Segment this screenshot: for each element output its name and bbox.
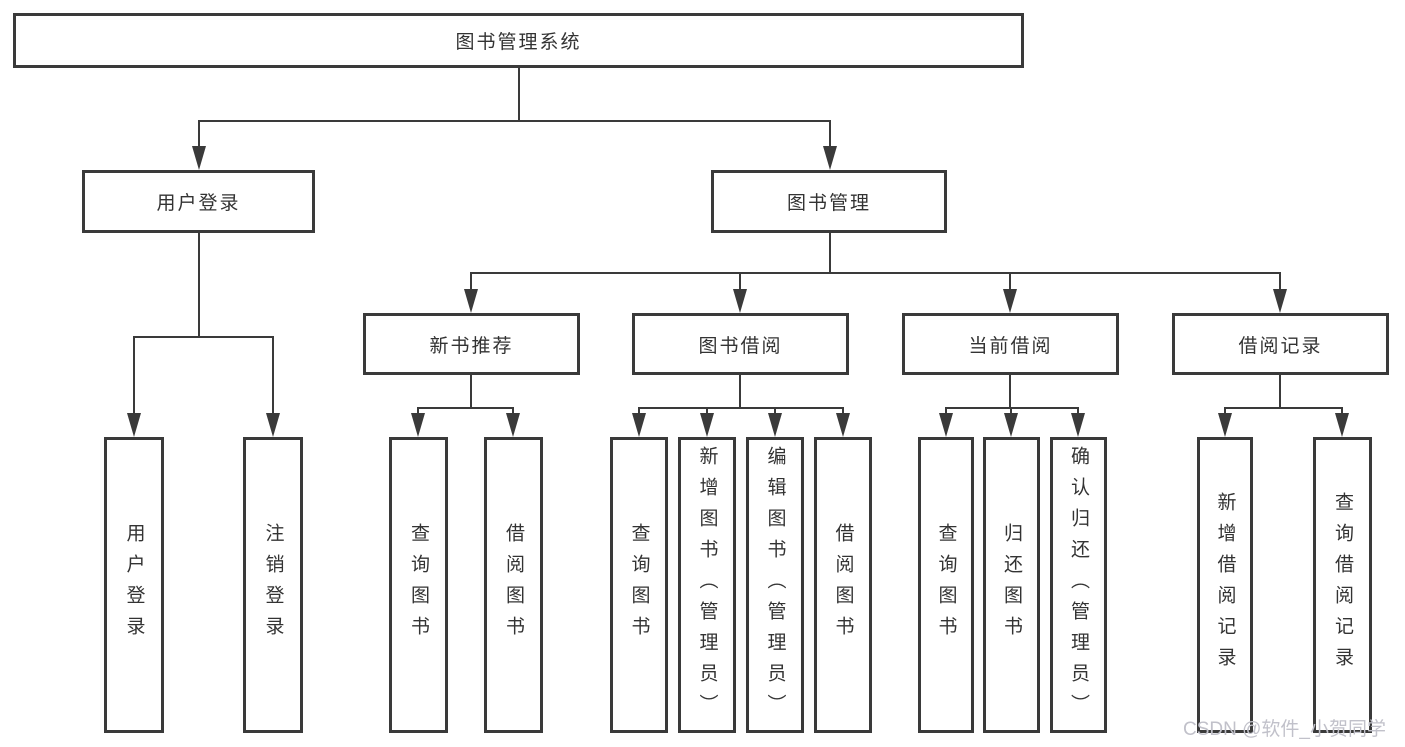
arrowhead-down-icon [823, 146, 837, 170]
node-new-book-recommendation: 新书推荐 [363, 313, 580, 375]
connector-line [1009, 272, 1011, 292]
connector-line [417, 407, 514, 409]
leaf-confirm-return-admin: 确认归还（管理员） [1050, 437, 1107, 733]
leaf-return-books: 归还图书 [983, 437, 1040, 733]
node-book-borrowing: 图书借阅 [632, 313, 849, 375]
arrowhead-down-icon [1004, 413, 1018, 437]
csdn-watermark: CSDN @软件_小贺同学 [1183, 719, 1386, 740]
arrowhead-down-icon [733, 289, 747, 313]
connector-line [198, 233, 200, 336]
connector-line [1279, 272, 1281, 292]
node-label: 图书管理系统 [455, 32, 582, 53]
arrowhead-down-icon [127, 413, 141, 437]
connector-line [1010, 407, 1012, 417]
arrowhead-down-icon [632, 413, 646, 437]
connector-line [1341, 407, 1343, 417]
connector-line [272, 336, 274, 415]
connector-line [774, 407, 776, 417]
connector-line [1224, 407, 1226, 417]
node-label: 图书借阅 [698, 335, 783, 357]
leaf-logout-login: 注销登录 [243, 437, 303, 733]
connector-line [829, 120, 831, 148]
arrowhead-down-icon [1071, 413, 1085, 437]
node-library-management-system: 图书管理系统 [13, 13, 1024, 68]
arrowhead-down-icon [1003, 289, 1017, 313]
node-current-borrowing: 当前借阅 [902, 313, 1119, 375]
node-label: 查询借阅记录 [1332, 492, 1353, 678]
node-label: 查询图书 [408, 523, 429, 647]
arrowhead-down-icon [939, 413, 953, 437]
connector-line [470, 272, 1281, 274]
connector-line [470, 375, 472, 407]
node-label: 用户登录 [123, 523, 145, 647]
connector-line [512, 407, 514, 417]
connector-line [829, 233, 831, 272]
node-label: 注销登录 [262, 523, 284, 647]
connector-line [198, 120, 831, 122]
leaf-borrow-books-recommend: 借阅图书 [484, 437, 543, 733]
leaf-borrow-books-borrowing: 借阅图书 [814, 437, 872, 733]
leaf-query-books-recommend: 查询图书 [389, 437, 448, 733]
node-label: 借阅图书 [832, 523, 854, 647]
connector-line [638, 407, 640, 417]
leaf-add-book-admin: 新增图书（管理员） [678, 437, 736, 733]
connector-line [706, 407, 708, 417]
arrowhead-down-icon [836, 413, 850, 437]
node-book-management: 图书管理 [711, 170, 947, 233]
node-label: 归还图书 [1001, 523, 1022, 647]
connector-line [842, 407, 844, 417]
connector-line [1279, 375, 1281, 407]
node-label: 编辑图书（管理员） [764, 445, 786, 725]
arrowhead-down-icon [192, 146, 206, 170]
connector-line [1224, 407, 1343, 409]
node-label: 查询图书 [628, 523, 650, 647]
connector-line [417, 407, 419, 417]
connector-line [133, 336, 274, 338]
connector-line [739, 272, 741, 292]
connector-line [739, 375, 741, 407]
connector-line [638, 407, 844, 409]
arrowhead-down-icon [464, 289, 478, 313]
leaf-query-borrowing-record: 查询借阅记录 [1313, 437, 1372, 733]
arrowhead-down-icon [506, 413, 520, 437]
node-label: 确认归还（管理员） [1068, 445, 1089, 725]
leaf-query-books-borrowing: 查询图书 [610, 437, 668, 733]
connector-line [470, 272, 472, 292]
connector-line [518, 68, 520, 120]
node-label: 图书管理 [786, 193, 871, 214]
node-label: 新增图书（管理员） [696, 445, 718, 725]
leaf-query-books-current: 查询图书 [918, 437, 974, 733]
connector-line [1077, 407, 1079, 417]
node-borrowing-records: 借阅记录 [1172, 313, 1389, 375]
node-label: 用户登录 [156, 193, 241, 214]
arrowhead-down-icon [700, 413, 714, 437]
connector-line [133, 336, 135, 415]
node-label: 查询图书 [935, 523, 957, 647]
node-user-login: 用户登录 [82, 170, 315, 233]
node-label: 当前借阅 [968, 335, 1053, 357]
arrowhead-down-icon [768, 413, 782, 437]
node-label: 新增借阅记录 [1214, 492, 1236, 678]
arrowhead-down-icon [1218, 413, 1232, 437]
leaf-edit-book-admin: 编辑图书（管理员） [746, 437, 804, 733]
arrowhead-down-icon [1335, 413, 1349, 437]
arrowhead-down-icon [411, 413, 425, 437]
node-label: 借阅记录 [1238, 335, 1323, 357]
connector-line [198, 120, 200, 148]
node-label: 借阅图书 [503, 523, 524, 647]
arrowhead-down-icon [1273, 289, 1287, 313]
connector-line [945, 407, 947, 417]
connector-line [1009, 375, 1011, 407]
leaf-add-borrowing-record: 新增借阅记录 [1197, 437, 1253, 733]
node-label: 新书推荐 [429, 335, 514, 357]
arrowhead-down-icon [266, 413, 280, 437]
leaf-user-login: 用户登录 [104, 437, 164, 733]
